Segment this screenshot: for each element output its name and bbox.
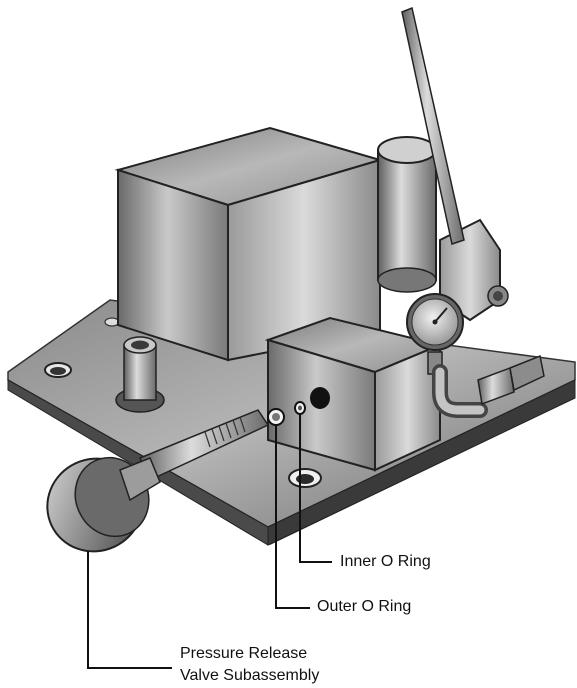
plate-hole-left (44, 362, 72, 378)
callout-lines (87, 414, 332, 669)
pressure-release-label-line1: Pressure Release (180, 645, 308, 662)
callout-line-pressure-release (87, 551, 172, 669)
pressure-gauge (406, 293, 464, 375)
plate-hole-back (104, 317, 120, 327)
outer-o-ring-label: Outer O Ring (317, 598, 412, 615)
callout-line-outer-o-ring (275, 425, 310, 609)
pump-handle (401, 6, 465, 245)
inner-o-ring (294, 401, 306, 415)
pump-cylinder (377, 136, 437, 293)
outer-o-ring (267, 408, 285, 426)
outlet-fitting (432, 354, 545, 418)
callout-line-inner-o-ring (299, 414, 332, 563)
standoff-post (115, 336, 165, 413)
plate-hole-front (288, 468, 322, 488)
handle-housing (439, 218, 509, 322)
reservoir-block (114, 126, 384, 362)
valve-port (310, 387, 330, 409)
pressure-release-label-line2: Valve Subassembly (180, 667, 320, 684)
pressure-release-valve (46, 409, 270, 553)
inner-o-ring-label: Inner O Ring (340, 553, 431, 570)
